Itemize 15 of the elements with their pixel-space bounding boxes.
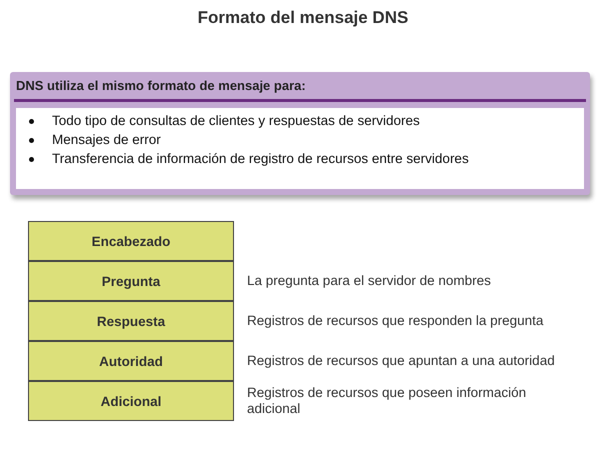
field-description: Registros de recursos que responden la pregunta [247, 313, 544, 329]
field-description: La pregunta para el servidor de nombres [247, 273, 492, 289]
field-row: Adicional [28, 381, 234, 421]
field-row: Respuesta [28, 301, 234, 341]
panel-background [10, 72, 590, 195]
field-description: Registros de recursos que apuntan a una autoridad [247, 353, 556, 369]
field-row: Pregunta [28, 261, 234, 301]
title: Formato del mensaje DNS [196, 8, 410, 28]
list-item: Mensajes de error [52, 132, 161, 147]
list-item: Transferencia de información de registro de recursos entre servidores [52, 151, 469, 166]
panel-heading: DNS utiliza el mismo formato de mensaje para: [16, 78, 306, 93]
field-description: Registros de recursos que poseen información adicional [247, 385, 528, 417]
field-row: Autoridad [28, 341, 234, 381]
list-item: Todo tipo de consultas de clientes y respuestas de servidores [52, 113, 420, 128]
field-row: Encabezado [28, 221, 234, 261]
